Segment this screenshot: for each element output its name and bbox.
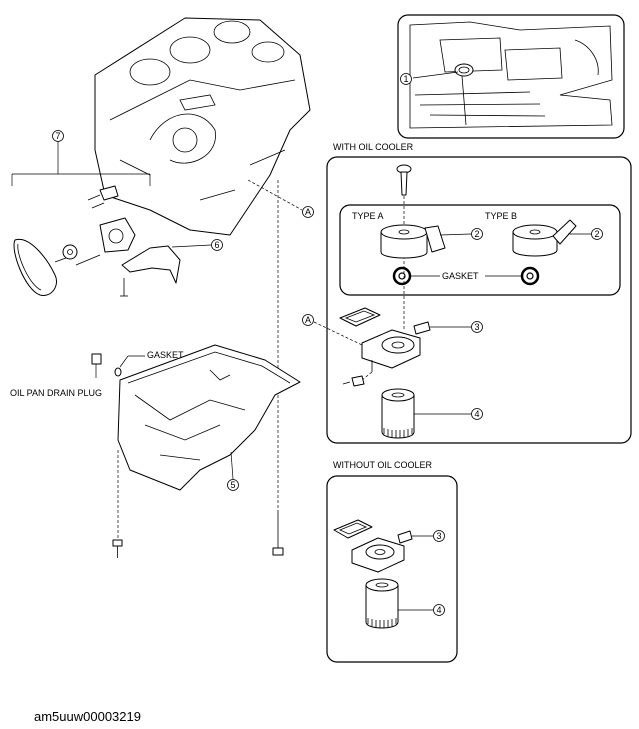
oil-filter-with-cooler (381, 388, 471, 439)
oil-pump-chain (13, 185, 136, 297)
svg-text:2: 2 (474, 229, 479, 239)
svg-text:2: 2 (594, 229, 599, 239)
figure-code: am5uuw00003219 (34, 709, 141, 724)
oil-pan-drain-plug[interactable] (91, 353, 102, 378)
pan-bolt (112, 539, 123, 558)
guide-line-block-to-a (247, 179, 303, 211)
callout-1: 1 (400, 73, 412, 85)
filter-body-bolt (342, 375, 365, 387)
svg-text:3: 3 (436, 531, 441, 541)
svg-text:A: A (305, 315, 311, 325)
callout-2-type-b: 2 (591, 228, 603, 240)
oil-filter-body-without-cooler (333, 519, 433, 573)
oil-filter-without-cooler (365, 578, 433, 629)
svg-text:5: 5 (230, 480, 235, 490)
callout-6: 6 (211, 239, 223, 251)
callout-2-type-a: 2 (471, 228, 483, 240)
drain-plug-gasket (114, 355, 145, 377)
oil-cooler-type-a (380, 224, 472, 259)
svg-text:A: A (305, 207, 311, 217)
oil-pan (117, 344, 301, 491)
reference-a-right: A (302, 314, 314, 326)
without-oil-cooler-heading: WITHOUT OIL COOLER (333, 460, 433, 470)
oil-cooler-type-b (512, 219, 591, 257)
drain-gasket-label: GASKET (147, 350, 184, 360)
svg-text:1: 1 (403, 74, 408, 84)
svg-text:7: 7 (55, 131, 60, 141)
svg-text:4: 4 (474, 409, 479, 419)
cylinder-block (94, 17, 311, 236)
type-a-label: TYPE A (352, 211, 384, 221)
oil-pump-baffle (121, 244, 212, 284)
svg-text:6: 6 (214, 240, 219, 250)
callout-4-with-cooler: 4 (471, 408, 483, 420)
without-oil-cooler-panel (326, 475, 458, 663)
type-b-label: TYPE B (485, 211, 517, 221)
with-oil-cooler-heading: WITH OIL COOLER (333, 142, 414, 152)
callout-3-with-cooler: 3 (471, 321, 483, 333)
reference-a-left: A (302, 206, 314, 218)
with-oil-cooler-panel (326, 156, 632, 444)
oil-filter-body-with-cooler (339, 307, 471, 372)
inset-oil-gauge (397, 14, 625, 139)
cooler-types-box (339, 204, 621, 296)
oil-cooler-bolt (396, 164, 412, 196)
cooler-gasket-label: GASKET (442, 271, 479, 281)
callout-4-without-cooler: 4 (433, 604, 445, 616)
callout-7-bracket: 7 (11, 130, 151, 186)
callout-5: 5 (227, 479, 239, 491)
cooler-gasket-b (520, 266, 540, 286)
long-bolt (272, 510, 284, 556)
svg-text:3: 3 (474, 322, 479, 332)
callout-3-without-cooler: 3 (433, 530, 445, 542)
svg-text:4: 4 (436, 605, 441, 615)
oil-pan-drain-plug-label: OIL PAN DRAIN PLUG (10, 388, 102, 398)
guide-line-small-bolt (361, 371, 373, 381)
cooler-gasket-a (392, 266, 412, 286)
guide-line-a-to-body (313, 321, 363, 346)
